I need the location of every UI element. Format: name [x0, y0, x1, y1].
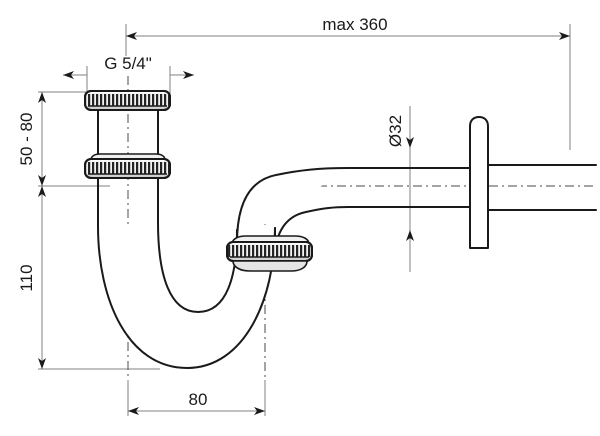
wall-flange-profile — [469, 116, 489, 249]
dimension-height-110 — [38, 186, 160, 370]
elbow-upper-wall — [236, 167, 349, 244]
u-bend-inner-wall — [157, 221, 238, 313]
knurled-coupling-nut-middle — [84, 153, 171, 179]
dimension-max-360 — [125, 24, 571, 150]
knurled-coupling-nut-top — [84, 90, 171, 111]
dimension-label-height-110: 110 — [17, 264, 36, 291]
trap-geometry — [97, 107, 597, 369]
dimension-g-thread — [63, 66, 194, 95]
dimension-label-max-360: max 360 — [322, 15, 387, 34]
dimension-label-offset-80: 80 — [189, 390, 208, 409]
knurled-coupling-nut-outlet — [226, 235, 313, 272]
dimension-label-height-50-80: 50 - 80 — [17, 113, 36, 166]
dimension-label-g-thread: G 5/4" — [104, 54, 152, 73]
dimension-label-diameter-32: Ø32 — [386, 115, 405, 147]
dimension-offset-80 — [127, 380, 266, 416]
